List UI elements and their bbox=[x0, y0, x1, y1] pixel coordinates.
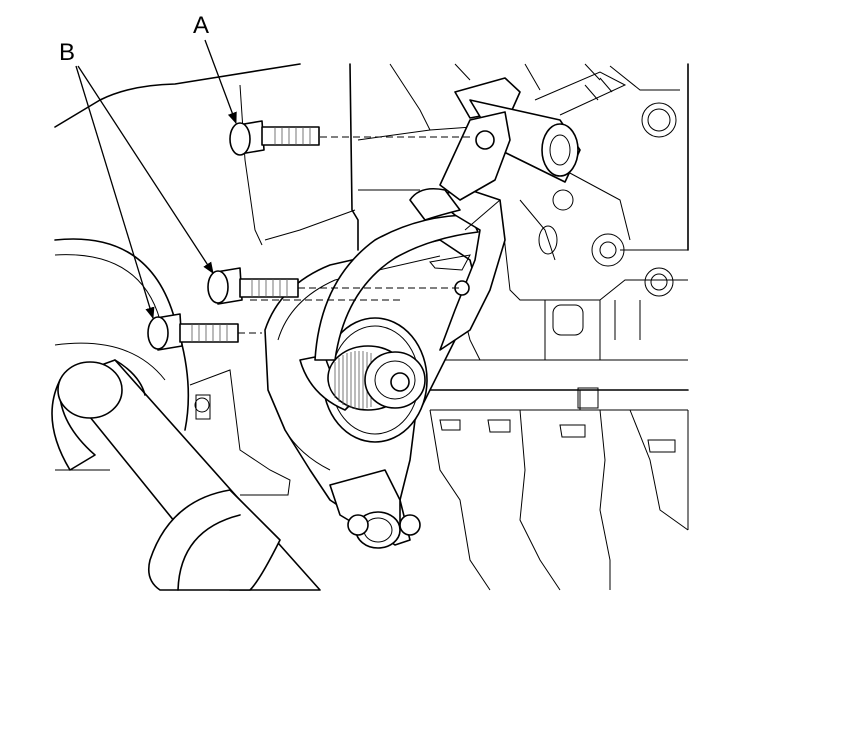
callout-leaders bbox=[75, 39, 237, 320]
mount-bracket bbox=[264, 239, 481, 546]
engine-block bbox=[54, 63, 689, 591]
bolt-b-upper bbox=[207, 267, 462, 305]
callout-label-b: B bbox=[59, 39, 76, 66]
mount-arm bbox=[314, 111, 511, 549]
callout-label-a: A bbox=[193, 12, 210, 39]
bolt-a bbox=[229, 120, 470, 156]
drive-shaft bbox=[51, 238, 321, 591]
bolt-b-lower bbox=[147, 299, 400, 351]
